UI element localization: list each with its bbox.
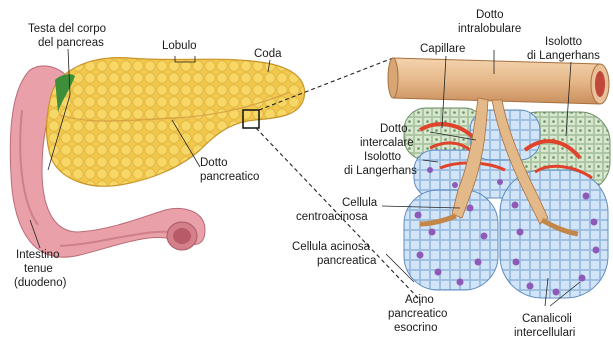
label-capillare: Capillare bbox=[420, 43, 465, 55]
label-cellula-acinosa-line2: pancreatica bbox=[317, 255, 377, 267]
pancreas bbox=[47, 58, 305, 187]
label-dotto-intercalare-line2: intercalare bbox=[360, 137, 414, 149]
label-intestino-line1: Intestino bbox=[16, 249, 59, 261]
label-isolotto-left-line2: di Langerhans bbox=[344, 165, 417, 177]
label-isolotto-left: Isolotto di Langerhans bbox=[344, 151, 417, 177]
label-isolotto-right-line1: Isolotto bbox=[545, 36, 582, 48]
label-cellula-centroacinosa-line2: centroacinosa bbox=[296, 211, 368, 223]
label-testa-line2: del pancreas bbox=[38, 37, 104, 49]
label-intestino: Intestino tenue (duodeno) bbox=[14, 249, 67, 289]
label-dotto-intercalare-line1: Dotto bbox=[380, 123, 408, 135]
label-dotto-intralobulare: Dotto intralobulare bbox=[458, 9, 521, 35]
label-canalicoli-line2: intercellulari bbox=[514, 327, 575, 339]
label-dotto-intralobulare-line2: intralobulare bbox=[458, 23, 521, 35]
label-cellula-centroacinosa: Cellula centroacinosa bbox=[296, 197, 378, 223]
label-testa-line1: Testa del corpo bbox=[28, 23, 106, 35]
label-isolotto-right: Isolotto di Langerhans bbox=[527, 36, 600, 62]
label-cellula-centroacinosa-line1: Cellula bbox=[342, 197, 378, 209]
label-acino-line2: pancreatico bbox=[388, 308, 447, 320]
label-intestino-line3: (duodeno) bbox=[14, 277, 67, 289]
label-cellula-acinosa: Cellula acinosa pancreatica bbox=[292, 241, 377, 267]
label-acino-line1: Acino bbox=[405, 294, 434, 306]
label-acino-line3: esocrino bbox=[394, 322, 437, 334]
label-acino: Acino pancreatico esocrino bbox=[388, 294, 447, 334]
label-canalicoli-line1: Canalicoli bbox=[522, 313, 572, 325]
label-isolotto-left-line1: Isolotto bbox=[364, 151, 401, 163]
label-testa: Testa del corpo del pancreas bbox=[28, 23, 106, 49]
label-intestino-line2: tenue bbox=[24, 263, 53, 275]
label-canalicoli: Canalicoli intercellulari bbox=[514, 313, 575, 339]
label-coda: Coda bbox=[254, 48, 282, 60]
label-dotto-pancreatico-line2: pancreatico bbox=[200, 171, 259, 183]
label-lobulo: Lobulo bbox=[162, 40, 197, 52]
label-dotto-pancreatico-line1: Dotto bbox=[200, 157, 228, 169]
label-isolotto-right-line2: di Langerhans bbox=[527, 50, 600, 62]
label-dotto-intralobulare-line1: Dotto bbox=[476, 9, 504, 21]
label-cellula-acinosa-line1: Cellula acinosa bbox=[292, 241, 371, 253]
label-dotto-pancreatico: Dotto pancreatico bbox=[200, 157, 259, 183]
